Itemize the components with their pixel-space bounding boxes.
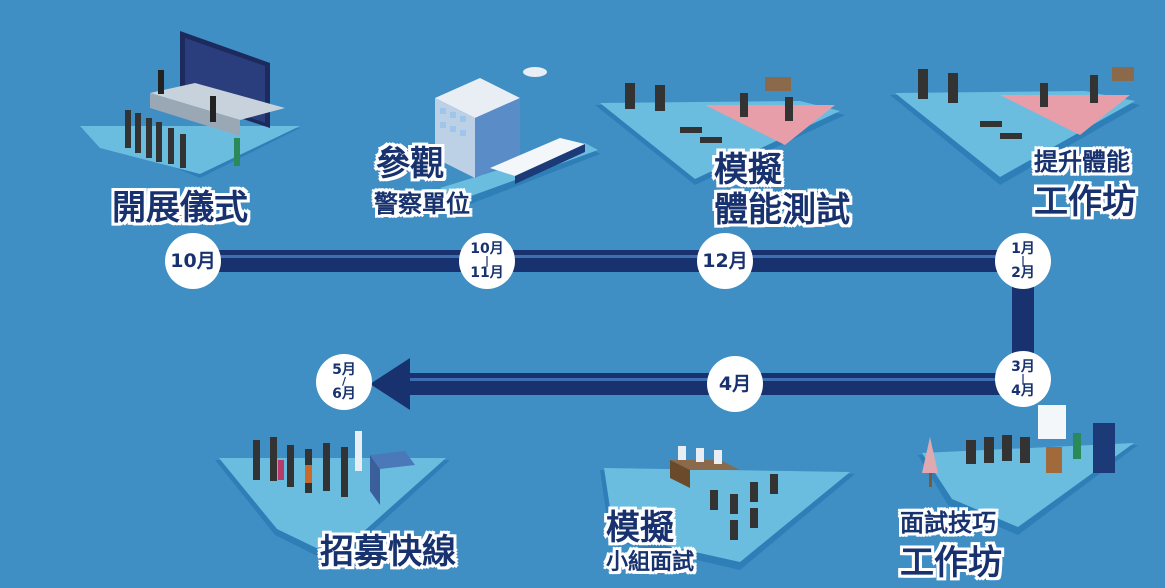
date-node-police-visit: 10月 | 11月 [459, 233, 515, 289]
recruitment-icon [215, 425, 455, 570]
label-mock-fitness-main: 模擬 [714, 150, 782, 190]
label-interview-workshop-main: 工作坊 [900, 543, 1002, 583]
label-fitness-workshop-sub: 提升體能 [1034, 148, 1130, 176]
date-node-fitness-workshop: 1月 | 2月 [995, 233, 1051, 289]
stage-ceremony-icon [80, 28, 320, 178]
label-mock-group-interview-main: 模擬 [606, 508, 674, 548]
police-building-icon [420, 58, 610, 218]
track-top [193, 250, 1025, 272]
label-recruitment: 招募快線 [320, 532, 456, 572]
date-node-mock-fitness: 12月 [697, 233, 753, 289]
label-fitness-workshop-main: 工作坊 [1034, 182, 1136, 222]
label-police-visit-main: 參觀 [376, 144, 444, 184]
arrow-left-icon [370, 358, 410, 410]
interview-workshop-icon [908, 395, 1148, 545]
date-node-mock-group-interview: 4月 [707, 356, 763, 412]
date-node-recruitment: 5月 / 6月 [316, 354, 372, 410]
label-police-visit-sub: 警察單位 [374, 190, 470, 218]
label-opening: 開展儀式 [112, 188, 248, 228]
fitness-workshop-icon [890, 55, 1140, 195]
date-node-opening: 10月 [165, 233, 221, 289]
label-interview-workshop-sub: 面試技巧 [900, 509, 996, 537]
label-mock-fitness-sub: 體能測試 [714, 190, 850, 230]
fitness-test-icon [595, 55, 845, 195]
label-mock-group-interview-sub: 小組面試 [606, 550, 695, 575]
group-interview-icon [600, 430, 860, 580]
date-node-interview-workshop: 3月 | 4月 [995, 351, 1051, 407]
